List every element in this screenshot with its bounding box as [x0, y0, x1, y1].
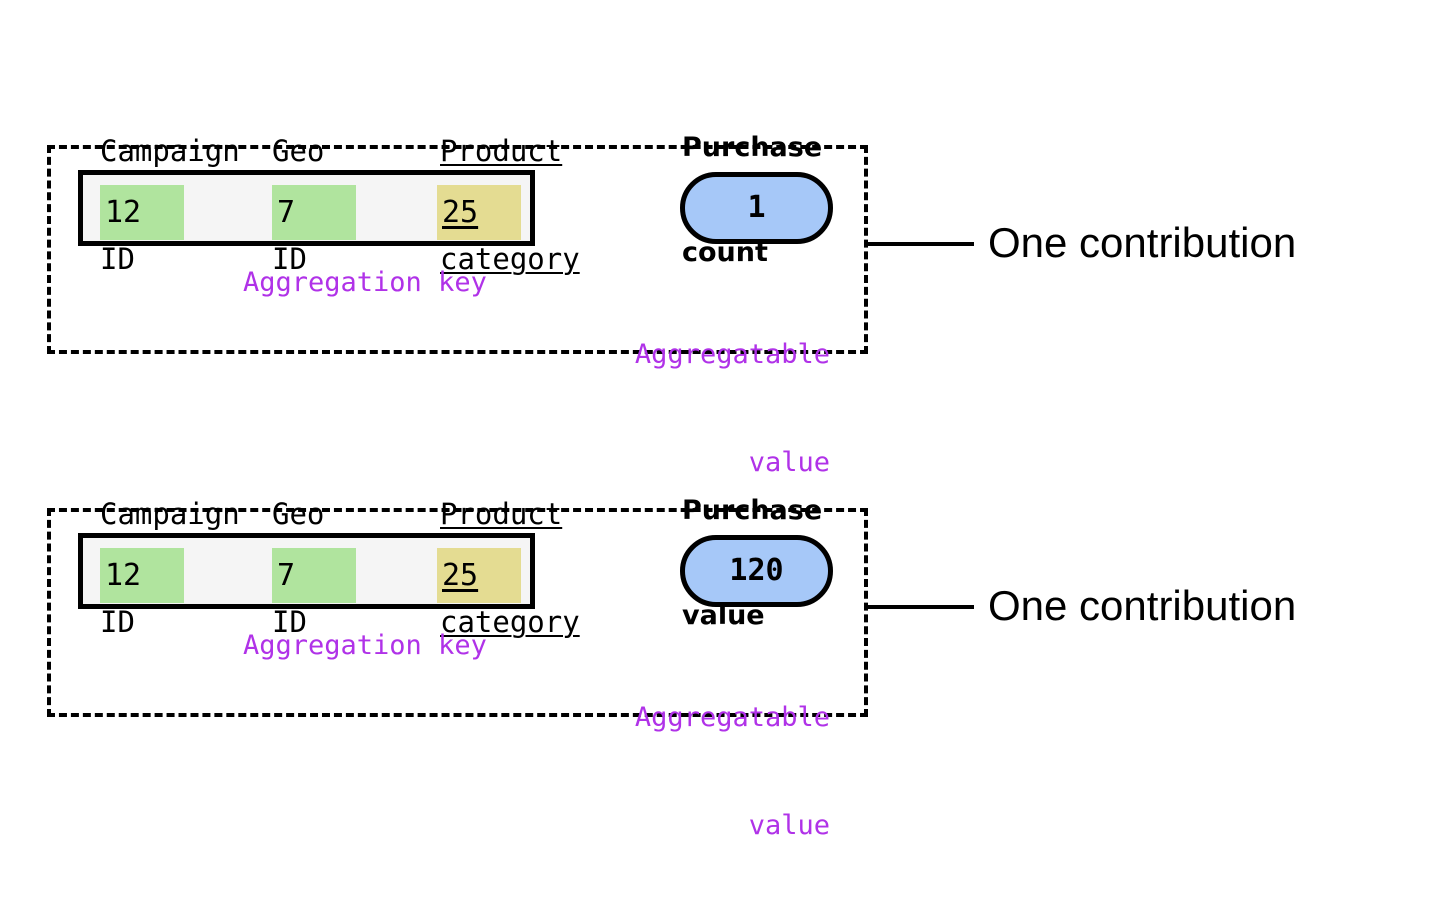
- aggregation-key-box: 12 7 25: [78, 170, 535, 246]
- header-campaign-id-line1: Campaign: [100, 497, 240, 531]
- header-product-category-line2: category: [440, 242, 580, 276]
- header-product-category: Product category: [440, 61, 640, 349]
- annotation-aggregatable-value-line1: Aggregatable: [634, 702, 830, 733]
- key-cell-campaign-id: 12: [100, 185, 184, 240]
- header-geo-id-line1: Geo: [272, 134, 325, 168]
- annotation-aggregatable-value: Aggregatable value: [594, 265, 830, 553]
- contribution-boundary: [47, 508, 868, 717]
- key-cell-geo-id: 7: [272, 548, 356, 603]
- header-campaign-id-line1: Campaign: [100, 134, 240, 168]
- annotation-aggregation-key: Aggregation key: [243, 267, 487, 298]
- key-cell-product-category-value: 25: [442, 195, 479, 230]
- header-geo-id-line2: ID: [272, 605, 307, 639]
- header-geo-id: Geo ID: [272, 61, 422, 349]
- key-cell-product-category: 25: [437, 548, 521, 603]
- annotation-aggregatable-value: Aggregatable value: [594, 628, 830, 916]
- header-product-category-line1: Product: [440, 497, 563, 531]
- caption-one-contribution: One contribution: [988, 219, 1297, 266]
- annotation-aggregatable-value-line1: Aggregatable: [634, 339, 830, 370]
- aggregation-key-box: 12 7 25: [78, 533, 535, 609]
- header-product-category: Product category: [440, 424, 640, 712]
- header-campaign-id-line2: ID: [100, 242, 135, 276]
- column-headers: Campaign ID Geo ID Product category Purc…: [0, 418, 1442, 639]
- aggregatable-value-pill: 120: [680, 535, 833, 607]
- caption-connector-line: [868, 605, 974, 609]
- aggregatable-value-pill: 1: [680, 172, 833, 244]
- contribution-boundary: [47, 145, 868, 354]
- key-cell-campaign-id: 12: [100, 548, 184, 603]
- header-campaign-id-line2: ID: [100, 605, 135, 639]
- annotation-aggregatable-value-line2: value: [748, 447, 830, 478]
- header-geo-id-line1: Geo: [272, 497, 325, 531]
- caption-one-contribution: One contribution: [988, 582, 1297, 629]
- key-cell-product-category: 25: [437, 185, 521, 240]
- header-product-category-line2: category: [440, 605, 580, 639]
- annotation-aggregation-key: Aggregation key: [243, 630, 487, 661]
- key-cell-product-category-value: 25: [442, 558, 479, 593]
- header-campaign-id: Campaign ID: [100, 61, 270, 349]
- header-geo-id: Geo ID: [272, 424, 422, 712]
- key-cell-geo-id: 7: [272, 185, 356, 240]
- header-product-category-line1: Product: [440, 134, 563, 168]
- column-headers: Campaign ID Geo ID Product category Purc…: [0, 55, 1442, 276]
- header-geo-id-line2: ID: [272, 242, 307, 276]
- caption-connector-line: [868, 242, 974, 246]
- annotation-aggregatable-value-line2: value: [748, 810, 830, 841]
- header-campaign-id: Campaign ID: [100, 424, 270, 712]
